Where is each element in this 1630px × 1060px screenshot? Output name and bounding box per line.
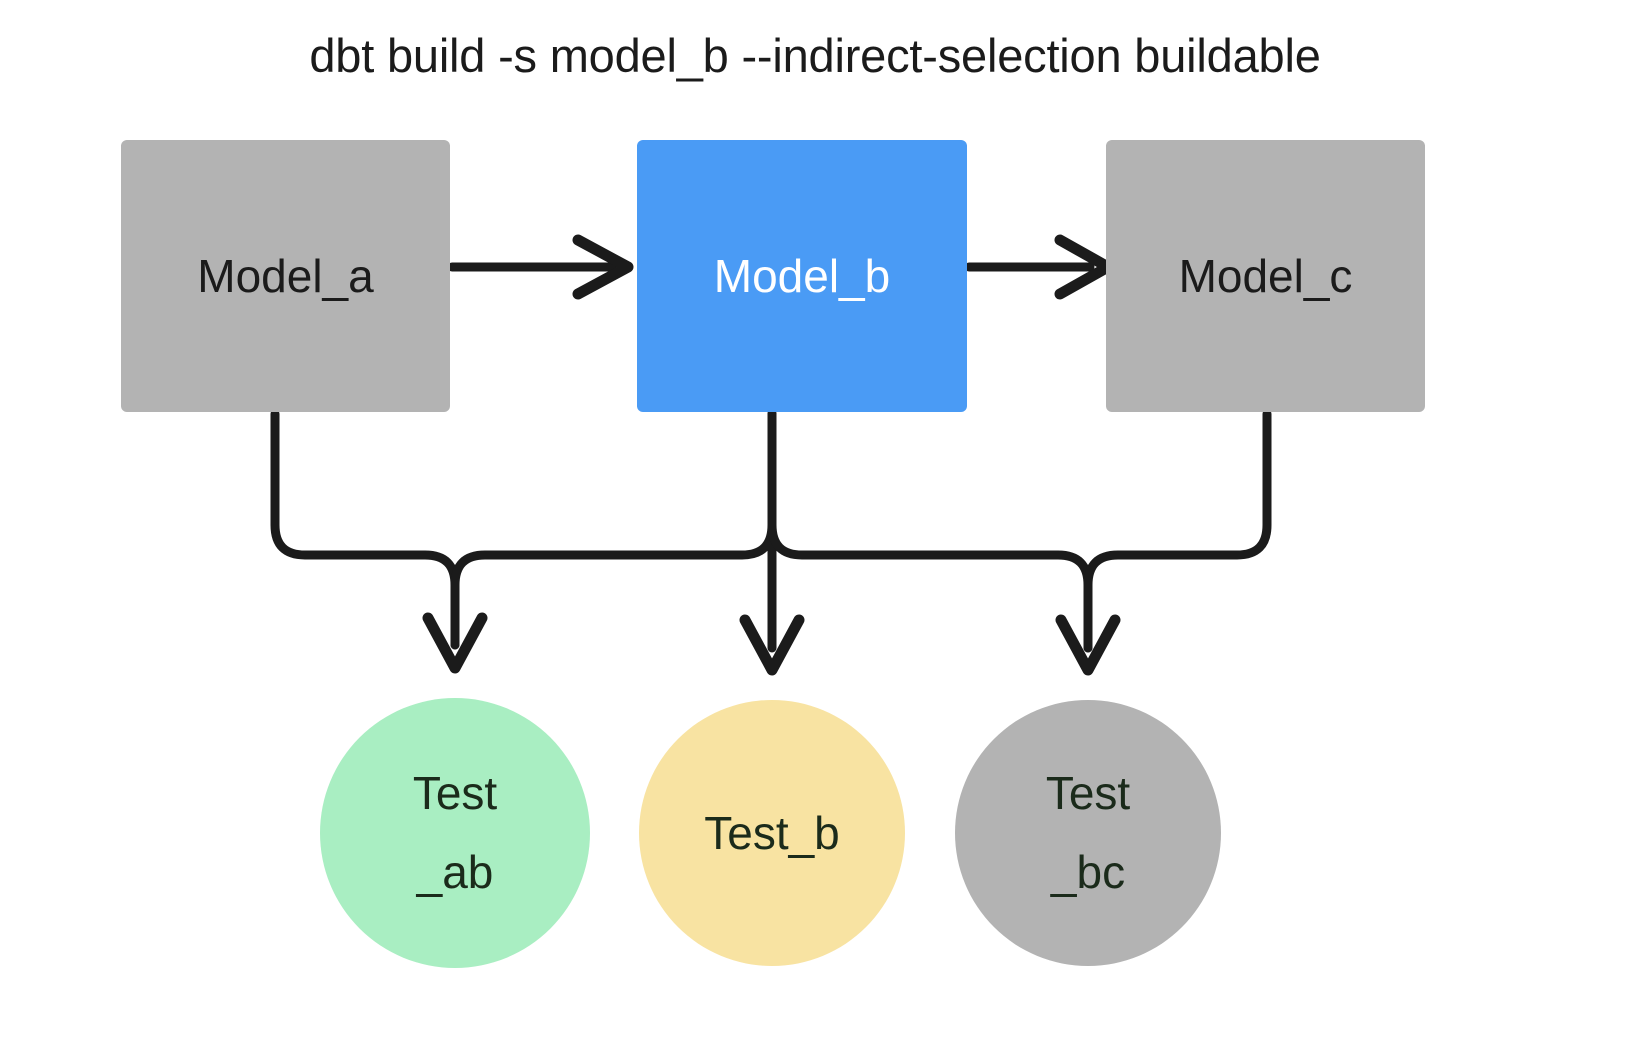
edge-model-a-to-test-ab (270, 409, 488, 674)
node-test-bc-label: Test _bc (1045, 766, 1131, 898)
node-model-c-label: Model_c (1178, 249, 1353, 302)
edge-model-b-to-test-ab (450, 409, 777, 650)
node-test-ab-label: Test _ab (412, 766, 498, 898)
edge-model-b-to-model-c (964, 234, 1114, 300)
node-model-a[interactable]: Model_a (121, 140, 450, 412)
node-test-ab[interactable]: Test _ab (320, 698, 590, 968)
node-model-c[interactable]: Model_c (1106, 140, 1425, 412)
node-model-a-label: Model_a (197, 249, 374, 302)
node-test-bc[interactable]: Test _bc (955, 700, 1221, 966)
node-model-b[interactable]: Model_b (637, 140, 967, 412)
edge-model-a-to-model-b (447, 234, 634, 300)
edge-model-b-to-test-bc (767, 409, 1121, 676)
node-test-b-label: Test_b (704, 806, 840, 859)
edge-model-c-to-test-bc (1083, 409, 1272, 653)
node-model-b-label: Model_b (713, 249, 891, 302)
edge-model-b-to-test-b (739, 409, 805, 676)
node-test-b[interactable]: Test_b (639, 700, 905, 966)
diagram-title: dbt build -s model_b --indirect-selectio… (309, 29, 1321, 82)
